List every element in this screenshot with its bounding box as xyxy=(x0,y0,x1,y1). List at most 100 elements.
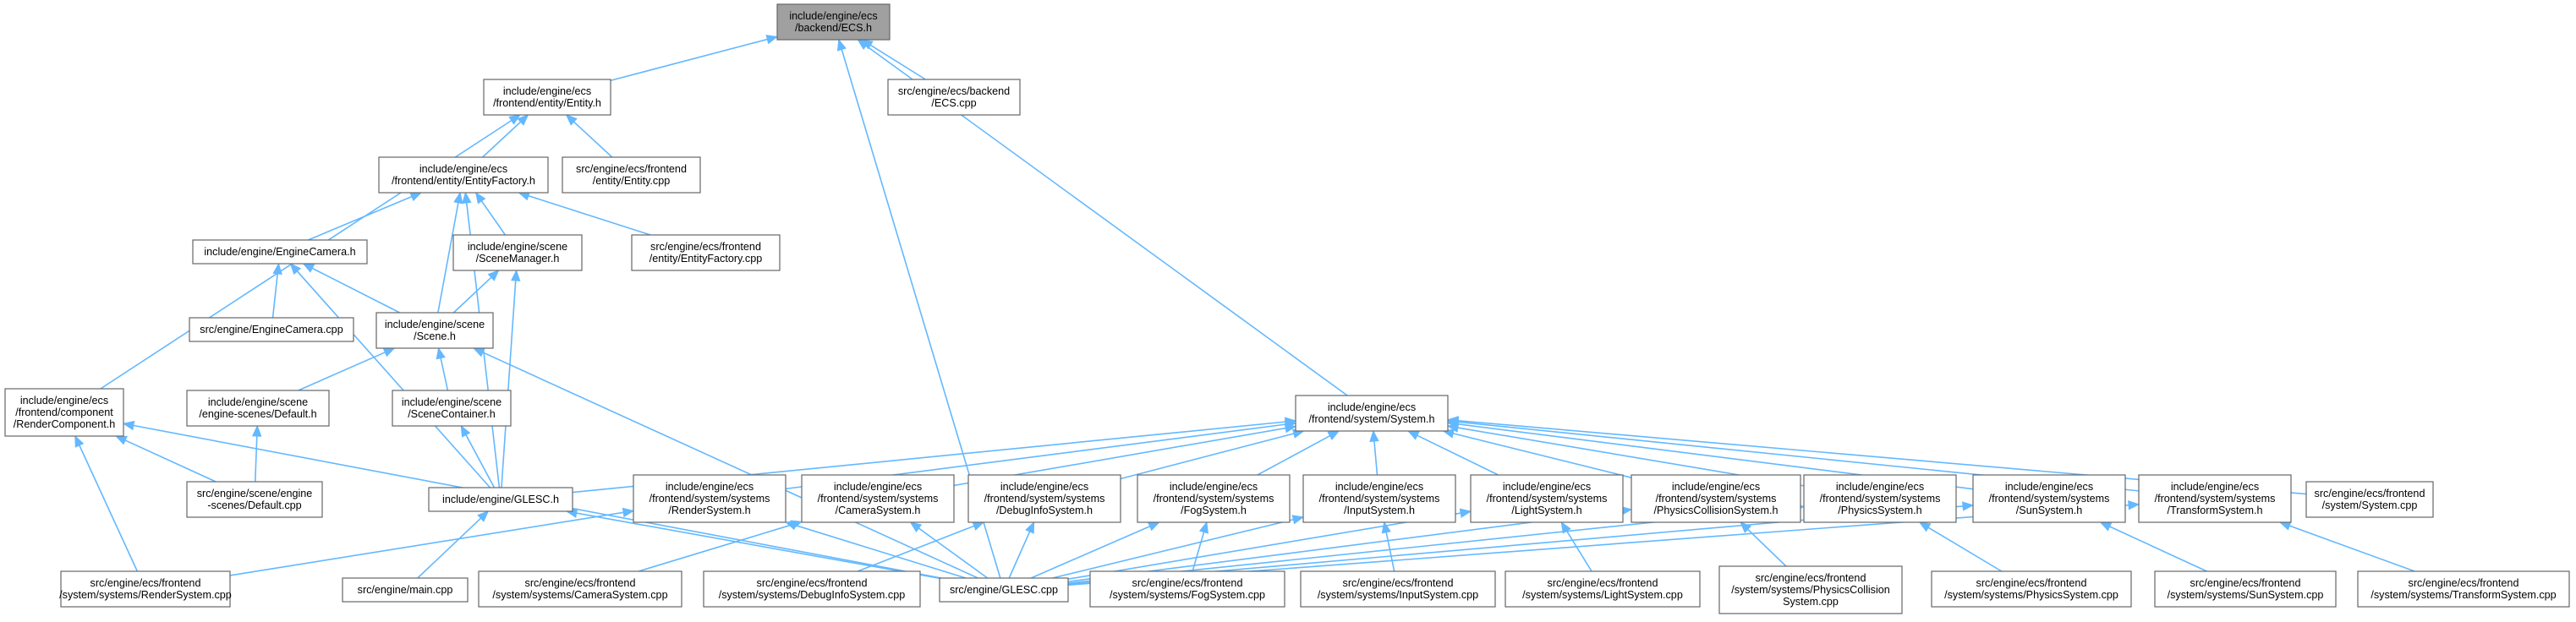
edge-line xyxy=(310,267,401,314)
edge-entityfactory_cpp-to-entityfactory_h xyxy=(518,191,651,236)
node-box[interactable] xyxy=(2138,474,2292,523)
node-box[interactable] xyxy=(776,3,891,41)
node-sunsystem_h[interactable]: include/engine/ecs/frontend/system/syste… xyxy=(1972,474,2126,523)
node-main_cpp[interactable]: src/engine/main.cpp xyxy=(342,577,469,603)
node-entityfactory_cpp[interactable]: src/engine/ecs/frontend/entity/EntityFac… xyxy=(631,234,781,271)
node-box[interactable] xyxy=(1631,474,1801,523)
node-lightsystem_cpp[interactable]: src/engine/ecs/frontend/system/systems/L… xyxy=(1504,570,1701,608)
node-physicscollisionsystem_h[interactable]: include/engine/ecs/frontend/system/syste… xyxy=(1631,474,1801,523)
node-box[interactable] xyxy=(1470,474,1624,523)
arrowhead-icon xyxy=(252,424,262,437)
node-box[interactable] xyxy=(483,79,611,116)
node-ecs_cpp[interactable]: src/engine/ecs/backend/ECS.cpp xyxy=(887,79,1021,116)
node-box[interactable] xyxy=(1302,474,1456,523)
node-debuginfosystem_cpp[interactable]: src/engine/ecs/frontend/system/systems/D… xyxy=(703,570,921,608)
node-label-line: src/engine/ecs/frontend xyxy=(1756,572,1866,584)
node-box[interactable] xyxy=(887,79,1021,116)
node-box[interactable] xyxy=(562,156,701,194)
edge-glesc_h-to-scenemanager_h xyxy=(501,269,521,488)
node-box[interactable] xyxy=(967,474,1121,523)
node-box[interactable] xyxy=(60,570,231,608)
node-box[interactable] xyxy=(1504,570,1701,608)
node-box[interactable] xyxy=(1137,474,1291,523)
node-physicscollisionsystem_cpp[interactable]: src/engine/ecs/frontend/system/systems/P… xyxy=(1718,565,1903,614)
node-physicssystem_h[interactable]: include/engine/ecs/frontend/system/syste… xyxy=(1803,474,1957,523)
node-scenemanager_h[interactable]: include/engine/scene/SceneManager.h xyxy=(452,234,583,271)
node-label-line: src/engine/scene/engine xyxy=(197,488,313,499)
node-label-line: include/engine/ecs xyxy=(1328,401,1416,413)
node-box[interactable] xyxy=(392,390,512,427)
node-box[interactable] xyxy=(1803,474,1957,523)
node-label-line: src/engine/ecs/frontend xyxy=(757,577,868,589)
node-box[interactable] xyxy=(1300,570,1496,608)
node-box[interactable] xyxy=(939,577,1069,603)
node-camerasystem_h[interactable]: include/engine/ecs/frontend/system/syste… xyxy=(801,474,955,523)
node-entity_cpp[interactable]: src/engine/ecs/frontend/entity/Entity.cp… xyxy=(562,156,701,194)
node-scene_h[interactable]: include/engine/scene/Scene.h xyxy=(375,312,494,349)
node-rendercomponent_h[interactable]: include/engine/ecs/frontend/component/Re… xyxy=(4,388,124,437)
node-lightsystem_h[interactable]: include/engine/ecs/frontend/system/syste… xyxy=(1470,474,1624,523)
node-system_h[interactable]: include/engine/ecs/frontend/system/Syste… xyxy=(1295,395,1449,432)
node-box[interactable] xyxy=(631,234,781,271)
node-box[interactable] xyxy=(342,577,469,603)
node-enginecamera_cpp[interactable]: src/engine/EngineCamera.cpp xyxy=(189,317,354,342)
node-label-line: /DebugInfoSystem.h xyxy=(996,505,1093,516)
node-physicssystem_cpp[interactable]: src/engine/ecs/frontend/system/systems/P… xyxy=(1931,570,2132,608)
node-entity_h[interactable]: include/engine/ecs/frontend/entity/Entit… xyxy=(483,79,611,116)
node-box[interactable] xyxy=(1089,570,1285,608)
node-fogsystem_h[interactable]: include/engine/ecs/frontend/system/syste… xyxy=(1137,474,1291,523)
arrowhead-icon xyxy=(477,510,490,522)
node-debuginfosystem_h[interactable]: include/engine/ecs/frontend/system/syste… xyxy=(967,474,1121,523)
node-box[interactable] xyxy=(4,388,124,437)
arrowhead-icon xyxy=(302,263,315,273)
node-box[interactable] xyxy=(1931,570,2132,608)
node-box[interactable] xyxy=(192,239,368,265)
edge-line xyxy=(480,199,507,236)
node-inputsystem_h[interactable]: include/engine/ecs/frontend/system/syste… xyxy=(1302,474,1456,523)
arrowhead-icon xyxy=(790,520,803,530)
node-box[interactable] xyxy=(186,481,323,518)
node-box[interactable] xyxy=(452,234,583,271)
node-label-line: /frontend/entity/Entity.h xyxy=(493,97,601,109)
edge-line xyxy=(2288,525,2415,572)
arrowhead-icon xyxy=(857,39,869,51)
node-box[interactable] xyxy=(2305,481,2434,518)
node-fogsystem_cpp[interactable]: src/engine/ecs/frontend/system/systems/F… xyxy=(1089,570,1285,608)
node-system_cpp[interactable]: src/engine/ecs/frontend/system/System.cp… xyxy=(2305,481,2434,518)
node-box[interactable] xyxy=(428,487,573,512)
node-label-line: /Scene.h xyxy=(414,330,456,342)
node-box[interactable] xyxy=(1972,474,2126,523)
node-entityfactory_h[interactable]: include/engine/ecs/frontend/entity/Entit… xyxy=(378,156,549,194)
node-box[interactable] xyxy=(186,390,330,427)
edge-debuginfosystem_h-to-system_h xyxy=(1120,428,1305,480)
node-box[interactable] xyxy=(2154,570,2337,608)
arrowhead-icon xyxy=(765,35,779,45)
node-box[interactable] xyxy=(801,474,955,523)
node-box[interactable] xyxy=(2357,570,2570,608)
node-transformsystem_h[interactable]: include/engine/ecs/frontend/system/syste… xyxy=(2138,474,2292,523)
node-enginecamera_h[interactable]: include/engine/EngineCamera.h xyxy=(192,239,368,265)
node-glesc_h[interactable]: include/engine/GLESC.h xyxy=(428,487,573,512)
node-glesc_cpp[interactable]: src/engine/GLESC.cpp xyxy=(939,577,1069,603)
node-rendersystem_cpp[interactable]: src/engine/ecs/frontend/system/systems/R… xyxy=(59,570,232,608)
node-sunsystem_cpp[interactable]: src/engine/ecs/frontend/system/systems/S… xyxy=(2154,570,2337,608)
node-label-line: include/engine/ecs xyxy=(20,395,108,406)
node-scenecontainer_h[interactable]: include/engine/scene/SceneContainer.h xyxy=(392,390,512,427)
node-box[interactable] xyxy=(1718,565,1903,614)
node-transformsystem_cpp[interactable]: src/engine/ecs/frontend/system/systems/T… xyxy=(2357,570,2570,608)
node-inputsystem_cpp[interactable]: src/engine/ecs/frontend/system/systems/I… xyxy=(1300,570,1496,608)
node-default_cpp[interactable]: src/engine/scene/engine-scenes/Default.c… xyxy=(186,481,323,518)
node-ecs_h[interactable]: include/engine/ecs/backend/ECS.h xyxy=(776,3,891,41)
node-box[interactable] xyxy=(633,474,787,523)
node-box[interactable] xyxy=(378,156,549,194)
node-box[interactable] xyxy=(703,570,921,608)
node-camerasystem_cpp[interactable]: src/engine/ecs/frontend/system/systems/C… xyxy=(478,570,682,608)
edge-scene_h-to-enginecamera_h xyxy=(302,263,401,314)
node-box[interactable] xyxy=(478,570,682,608)
node-rendersystem_h[interactable]: include/engine/ecs/frontend/system/syste… xyxy=(633,474,787,523)
node-box[interactable] xyxy=(189,317,354,342)
node-box[interactable] xyxy=(1295,395,1449,432)
node-default_h[interactable]: include/engine/scene/engine-scenes/Defau… xyxy=(186,390,330,427)
node-label-line: /frontend/system/systems xyxy=(984,493,1105,505)
node-box[interactable] xyxy=(375,312,494,349)
